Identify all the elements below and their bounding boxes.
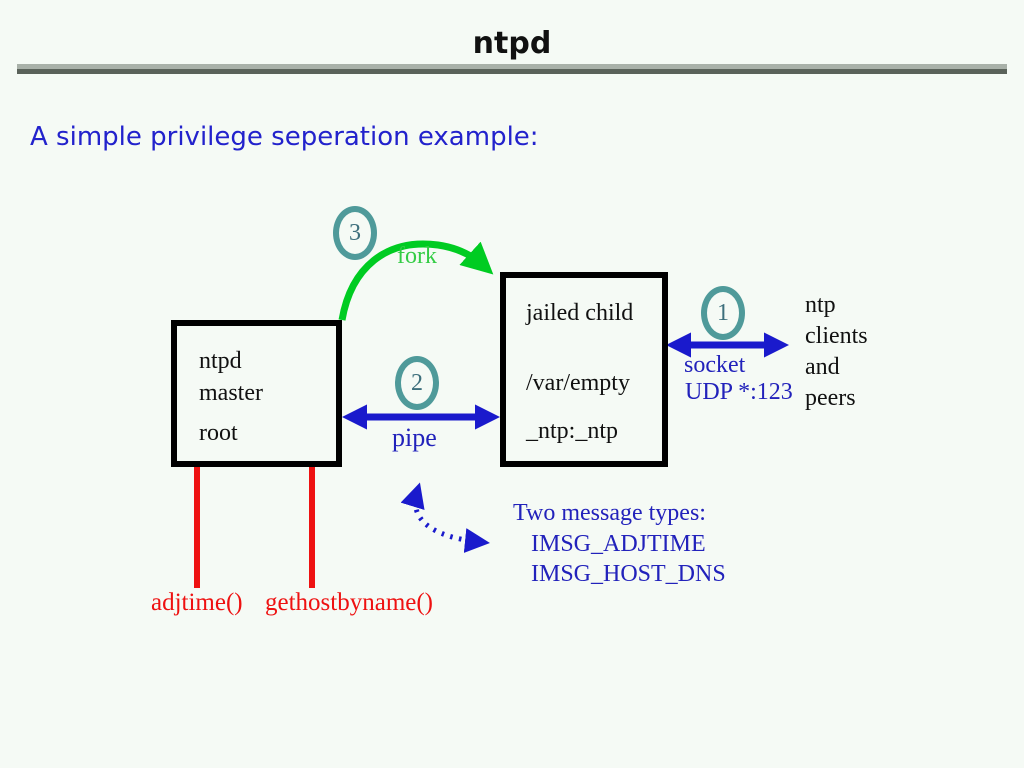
message-type-adjtime: IMSG_ADJTIME [531,531,706,557]
ntp-clients-line-2: clients [805,323,868,349]
step-badge-fork-number: 3 [349,219,361,246]
step-badge-fork: 3 [333,206,377,260]
master-box-line-1: ntpd [199,348,242,374]
master-box-line-3: root [199,420,238,446]
ntp-clients-line-1: ntp [805,292,836,318]
pipe-label: pipe [392,423,437,452]
gethostbyname-syscall-label: gethostbyname() [265,589,434,616]
step-badge-pipe-number: 2 [411,369,423,396]
title-divider [17,64,1007,74]
slide-title: ntpd [472,26,552,61]
child-box-line-2: /var/empty [526,370,630,396]
ntp-clients-line-3: and [805,354,840,380]
adjtime-syscall-label: adjtime() [151,589,243,616]
step-badge-socket-number: 1 [717,299,729,326]
message-types-heading: Two message types: [513,500,706,526]
step-badge-pipe: 2 [395,356,439,410]
ntpd-master-box: ntpd master root [171,320,342,467]
child-box-line-3: _ntp:_ntp [526,418,619,444]
slide-subtitle: A simple privilege seperation example: [30,122,539,152]
master-box-line-2: master [199,380,263,406]
fork-arrow [338,240,494,321]
jailed-child-box: jailed child /var/empty _ntp:_ntp [500,272,668,467]
ntp-clients-caption: ntp clients and peers [805,290,868,414]
socket-label: socket [684,352,746,378]
child-box-line-1: jailed child [526,300,634,326]
step-badge-socket: 1 [701,286,745,340]
message-type-host-dns: IMSG_HOST_DNS [531,561,726,587]
fork-label: fork [397,243,437,269]
socket-udp-label: UDP *:123 [685,379,793,405]
ntp-clients-line-4: peers [805,385,856,411]
message-arrow [400,482,490,553]
